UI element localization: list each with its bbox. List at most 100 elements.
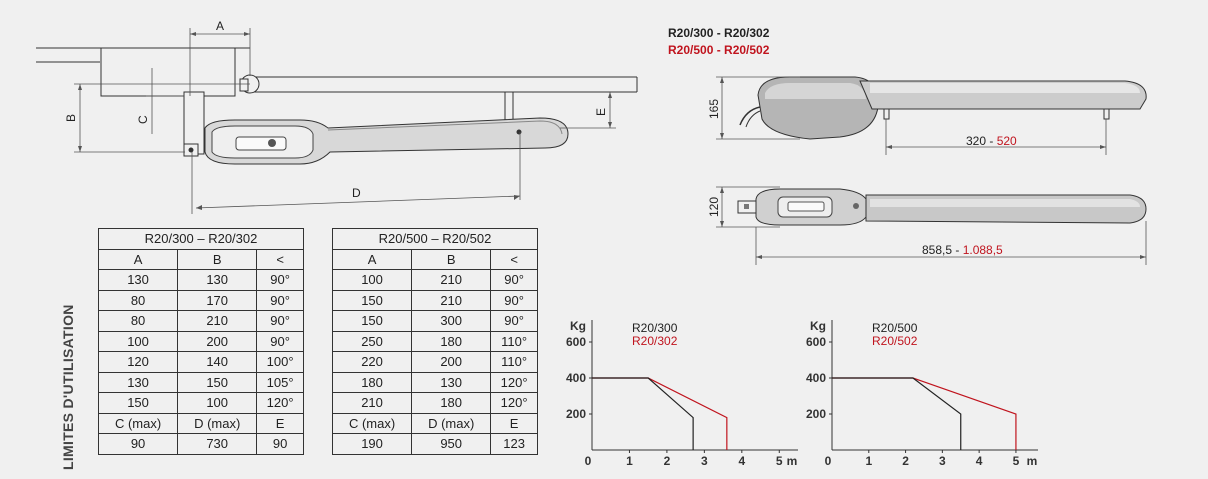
table-title: R20/300 – R20/302 (98, 228, 304, 250)
table-cell: 90° (256, 289, 304, 311)
table-cell: 300 (411, 310, 492, 332)
footer-value: 90 (97, 433, 179, 455)
table-cell: 120° (490, 392, 538, 414)
operator-arm (204, 117, 569, 165)
table-cell: 150 (331, 310, 413, 332)
table-cell: 120° (256, 392, 304, 414)
footer-header: E (256, 412, 304, 434)
table-cell: 150 (331, 289, 413, 311)
table-cell: 130 (177, 269, 258, 291)
legend-entry: R20/300 (632, 321, 678, 335)
col-header: A (331, 248, 413, 270)
table-cell: 210 (177, 310, 258, 332)
dim-d-label: D (352, 186, 361, 200)
model-label-red: R20/500 - R20/502 (668, 43, 770, 57)
dim-b-label: B (64, 114, 78, 122)
table-cell: 90° (490, 289, 538, 311)
table-cell: 100 (97, 330, 179, 352)
x-tick-label: 1 (865, 454, 872, 468)
table-cell: 180 (411, 330, 492, 352)
table-cell: 100 (177, 392, 258, 414)
top-length-label: 858,5 - 1.088,5 (922, 243, 1003, 257)
col-header: < (256, 248, 304, 270)
y-tick-label: 400 (806, 371, 826, 385)
table-cell: 200 (177, 330, 258, 352)
table-cell: 180 (331, 371, 413, 393)
footer-header: D (max) (411, 412, 492, 434)
top-width-label: 120 (707, 197, 721, 217)
table-cell: 170 (177, 289, 258, 311)
x-axis-label: m (1027, 454, 1038, 468)
table-cell: 110° (490, 351, 538, 373)
series-line (832, 377, 962, 450)
table-cell: 90° (490, 269, 538, 291)
table-cell: 130 (411, 371, 492, 393)
col-header: < (490, 248, 538, 270)
x-tick-label: 4 (738, 454, 745, 468)
y-axis-label: Kg (810, 319, 826, 333)
y-axis-label: Kg (570, 319, 586, 333)
usage-limits-label: LIMITES D'UTILISATION (60, 304, 76, 470)
table-cell: 100° (256, 351, 304, 373)
side-length-black: 320 - (966, 134, 993, 148)
table-cell: 100 (331, 269, 413, 291)
table-cell: 90° (256, 330, 304, 352)
y-tick-label: 200 (806, 407, 826, 421)
series-line (592, 377, 728, 450)
table-cell: 210 (411, 269, 492, 291)
side-view (739, 76, 1147, 140)
table-cell: 150 (97, 392, 179, 414)
table-cell: 200 (411, 351, 492, 373)
x-tick-label: 3 (939, 454, 946, 468)
y-tick-label: 400 (566, 371, 586, 385)
col-header: B (177, 248, 258, 270)
table-cell: 210 (411, 289, 492, 311)
y-tick-label: 200 (566, 407, 586, 421)
table-cell: 250 (331, 330, 413, 352)
table-cell: 80 (97, 289, 179, 311)
x-tick-label: 0 (585, 454, 592, 468)
table-cell: 90° (490, 310, 538, 332)
table-cell: 130 (97, 371, 179, 393)
top-length-black: 858,5 - (922, 243, 959, 257)
x-tick-label: 1 (626, 454, 633, 468)
x-tick-label: 2 (902, 454, 909, 468)
legend-entry: R20/500 (872, 321, 918, 335)
y-tick-label: 600 (806, 335, 826, 349)
table-cell: 120° (490, 371, 538, 393)
table-cell: 210 (331, 392, 413, 414)
footer-header: D (max) (177, 412, 258, 434)
footer-value: 90 (256, 433, 304, 455)
x-tick-label: 5 (1013, 454, 1020, 468)
table-cell: 80 (97, 310, 179, 332)
side-length-label: 320 - 520 (966, 134, 1017, 148)
x-tick-label: 0 (825, 454, 832, 468)
table-cell: 120 (97, 351, 179, 373)
x-tick-label: 2 (664, 454, 671, 468)
footer-value: 190 (331, 433, 413, 455)
footer-header: C (max) (97, 412, 179, 434)
table-cell: 105° (256, 371, 304, 393)
table-cell: 220 (331, 351, 413, 373)
table-cell: 90° (256, 310, 304, 332)
footer-value: 730 (177, 433, 258, 455)
x-axis-label: m (787, 454, 798, 468)
x-tick-label: 3 (701, 454, 708, 468)
legend-entry: R20/302 (632, 334, 678, 348)
table-cell: 180 (411, 392, 492, 414)
